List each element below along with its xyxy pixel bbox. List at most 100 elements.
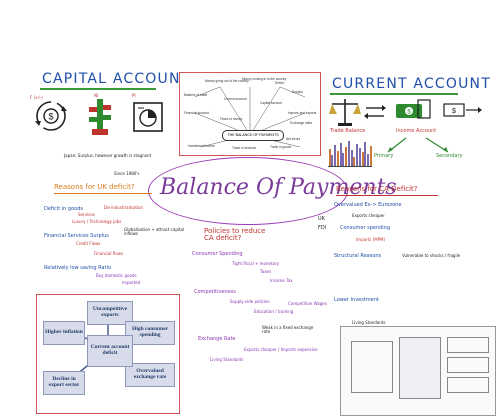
capital-account-underline	[40, 88, 156, 90]
money-cycle-icon: $	[32, 97, 70, 135]
mindmap-node: Trade in goods	[270, 145, 292, 149]
ca-item: Consumer spending	[340, 225, 391, 231]
chart-bar	[347, 140, 350, 166]
mindmap-node: Imports and exports	[288, 111, 317, 115]
income-money-icon: $	[394, 96, 432, 126]
page-title: Balance Of Payments	[160, 175, 397, 200]
portfolio-chart-icon	[131, 100, 165, 134]
mindmap-node: Trade in services	[232, 146, 257, 150]
mindmap-node: Current account	[224, 97, 247, 101]
thumbnail-box	[447, 377, 489, 393]
ca-item: Imports (MPM)	[356, 237, 386, 242]
current-account-branch-arrows	[387, 137, 449, 153]
since-note: Since 1980's	[114, 171, 140, 176]
cause-box-inflation: Higher inflation	[43, 321, 85, 345]
uk-item: Relatively low saving Ratio	[44, 265, 112, 271]
ca-deficit-heading: Reasons for CA Deficit?	[336, 185, 418, 193]
policy-item: Competitive Wages	[288, 301, 327, 306]
policy-item: Weak in a fixed exchange rate	[262, 325, 314, 335]
thumbnail-box	[447, 357, 489, 373]
chart-bar	[342, 152, 345, 166]
chart-bar	[328, 148, 331, 166]
cause-box-uncompetitive: Uncompetitive exports	[87, 301, 133, 325]
mindmap-node: Exchange rates	[290, 121, 313, 125]
cause-center-deficit: Current account deficit	[87, 335, 133, 367]
uk-item: Luxury / Technology jobs	[72, 219, 122, 224]
ca-deficit-underline	[336, 195, 438, 196]
policy-item: Supply-side policies	[230, 299, 270, 304]
mindmap-node: Surplus	[292, 90, 303, 94]
chart-bar	[339, 143, 342, 166]
uk-item: Buy domestic goods	[96, 273, 137, 278]
chart-bar	[350, 149, 353, 166]
policy-item: Taxes	[260, 269, 272, 274]
mindmap-node: Capital account	[260, 101, 282, 105]
uk-item: Globalisation + attract capital inflows	[124, 227, 185, 237]
mindmap-node: Deficit	[275, 81, 284, 85]
mindmap-node: Net errors	[286, 137, 301, 141]
title-oval	[148, 157, 348, 225]
current-account-title: CURRENT ACCOUNT	[332, 76, 491, 92]
cause-box-consumer-spending: High consumer spending	[125, 321, 175, 345]
policy-item: Education / training	[254, 309, 294, 314]
chart-bar	[336, 150, 339, 166]
causes-diagram-frame: Uncompetitive exports High consumer spen…	[36, 294, 180, 414]
capital-icon-label-3: PI	[132, 93, 136, 98]
policy-item: Competitiveness	[194, 289, 236, 295]
uk-note: UK	[318, 216, 325, 222]
cause-box-export-decline: Decline in export sector	[43, 371, 85, 395]
uk-deficit-underline	[54, 193, 152, 194]
cause-box-overvalued: Overvalued exchange rate	[125, 363, 175, 387]
fdi-note: FDI	[318, 225, 327, 231]
current-account-underline	[330, 93, 458, 95]
mindmap-frame: Money going out of the country Money com…	[179, 72, 321, 156]
primary-label: Primary	[374, 153, 394, 159]
capital-account-title: CAPITAL ACCOUNT	[42, 71, 191, 87]
policy-item: Exchange Rate	[198, 336, 236, 342]
mindmap-node: Money going out of the country	[205, 79, 249, 83]
ca-item: Overvalued Ex-> Eurozone	[334, 202, 402, 208]
secondary-label: Secondary	[436, 153, 463, 159]
ca-item: Structural Reasons	[334, 253, 382, 259]
svg-text:$: $	[48, 112, 53, 122]
mindmap-node: Financial account	[184, 111, 209, 115]
mindmap-center: THE BALANCE OF PAYMENTS	[222, 130, 284, 141]
transfer-icon: $	[442, 98, 482, 124]
chart-bar	[334, 145, 336, 166]
policy-item: Tight fiscal + monetary	[232, 261, 279, 266]
trade-balance-icon	[328, 96, 362, 128]
capital-icon-label-1: F (+/-)	[30, 95, 43, 100]
chart-bar	[364, 141, 367, 166]
uk-item: Credit Flows	[76, 241, 101, 246]
chart-bar	[353, 156, 356, 166]
ca-item: Lower Investment	[334, 297, 379, 303]
svg-text:$: $	[452, 108, 456, 115]
capital-icon-label-2: NI	[94, 93, 99, 98]
uk-item: Financial flows	[94, 251, 124, 256]
mindmap-node: Investment income	[188, 144, 215, 148]
chart-bar	[369, 146, 372, 166]
uk-item: Deficit in goods	[44, 206, 83, 212]
policy-item: Exports cheaper / Imports expensive	[244, 347, 318, 352]
policy-item: Living Standards	[210, 357, 244, 362]
mindmap-node: Balance of trade	[184, 93, 208, 97]
uk-item: Services	[78, 212, 95, 217]
ca-item: Living Standards	[352, 320, 386, 325]
thumbnail-box	[447, 337, 489, 353]
mindmap-node: Money coming in to the country	[242, 77, 287, 81]
thumbnail-box	[399, 337, 441, 399]
policy-item: Income Tax	[270, 278, 293, 283]
exchange-arrows-icon	[364, 100, 386, 124]
policies-heading: Policies to reduce CA deficit?	[204, 227, 266, 243]
ca-item: Exports cheaper	[352, 213, 385, 218]
uk-item: imported	[122, 280, 141, 285]
chart-bar	[361, 152, 364, 166]
chart-bar	[358, 148, 361, 166]
growth-tree-icon	[86, 95, 114, 137]
uk-deficit-heading: Reasons for UK deficit?	[54, 183, 135, 191]
chart-bar	[367, 154, 369, 166]
uk-item: Financial Services Surplus	[44, 233, 109, 239]
trade-balance-label: Trade Balance	[330, 128, 366, 134]
thumbnail-box	[351, 341, 393, 393]
chart-bar	[356, 144, 358, 166]
